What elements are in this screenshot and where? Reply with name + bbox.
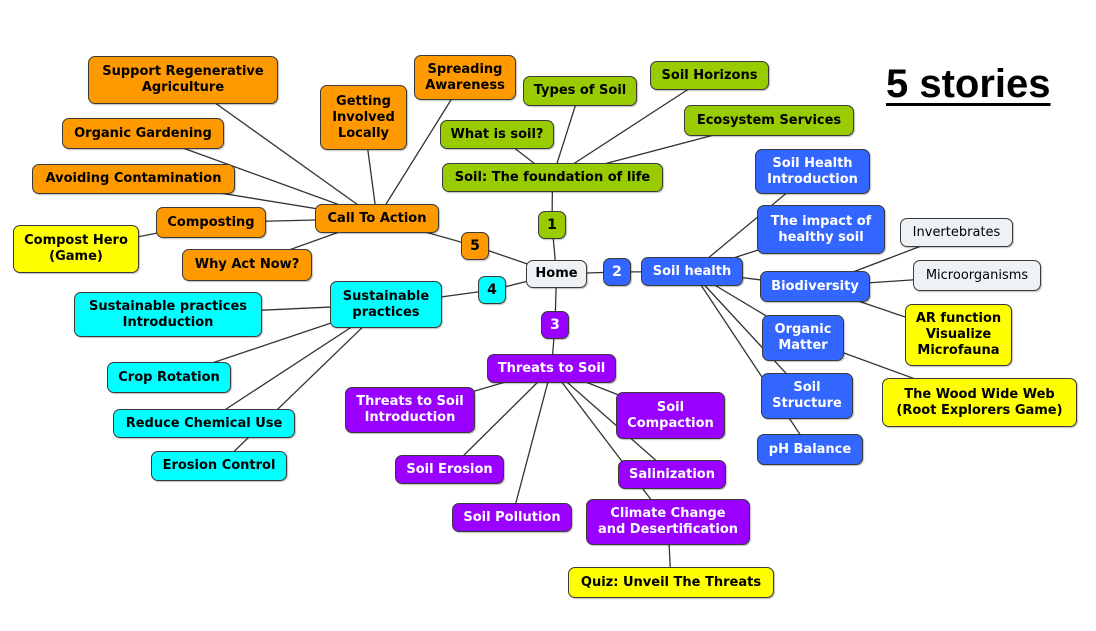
node-organic[interactable]: Organic Matter bbox=[762, 315, 844, 361]
node-n1[interactable]: 1 bbox=[538, 211, 566, 239]
node-gardening[interactable]: Organic Gardening bbox=[62, 118, 224, 149]
node-quiz[interactable]: Quiz: Unveil The Threats bbox=[568, 567, 774, 598]
node-n5[interactable]: 5 bbox=[461, 232, 489, 260]
node-compaction[interactable]: Soil Compaction bbox=[616, 392, 725, 439]
node-impact[interactable]: The impact of healthy soil bbox=[757, 205, 885, 254]
node-home[interactable]: Home bbox=[526, 260, 587, 288]
node-n4[interactable]: 4 bbox=[478, 276, 506, 304]
node-thintro[interactable]: Threats to Soil Introduction bbox=[345, 387, 475, 433]
node-woodweb[interactable]: The Wood Wide Web (Root Explorers Game) bbox=[882, 378, 1077, 427]
node-whatis[interactable]: What is soil? bbox=[440, 120, 554, 149]
node-composting[interactable]: Composting bbox=[156, 207, 266, 238]
node-crop[interactable]: Crop Rotation bbox=[107, 362, 231, 393]
node-micro[interactable]: Microorganisms bbox=[913, 260, 1041, 291]
node-n3[interactable]: 3 bbox=[541, 311, 569, 339]
node-invert[interactable]: Invertebrates bbox=[900, 218, 1013, 247]
node-foundation[interactable]: Soil: The foundation of life bbox=[442, 163, 663, 192]
node-types[interactable]: Types of Soil bbox=[523, 76, 637, 106]
connector-soilhealth-ph bbox=[691, 271, 811, 450]
node-threats[interactable]: Threats to Soil bbox=[487, 354, 616, 383]
connector-cta-awareness bbox=[376, 77, 466, 219]
node-soilhealth[interactable]: Soil health bbox=[641, 257, 743, 286]
node-ar[interactable]: AR function Visualize Microfauna bbox=[905, 304, 1012, 366]
node-structure[interactable]: Soil Structure bbox=[761, 373, 853, 419]
connector-foundation-horizons bbox=[552, 74, 710, 179]
node-sustainable[interactable]: Sustainable practices bbox=[330, 281, 442, 328]
node-whyact[interactable]: Why Act Now? bbox=[182, 249, 312, 281]
node-horizons[interactable]: Soil Horizons bbox=[650, 61, 769, 90]
connector-threats-erosion bbox=[449, 368, 552, 470]
connector-threats-salinization bbox=[551, 368, 673, 475]
connector-threats-pollution bbox=[511, 368, 553, 518]
node-ph[interactable]: pH Balance bbox=[757, 434, 863, 465]
node-biodiversity[interactable]: Biodiversity bbox=[760, 271, 870, 302]
node-erosionctl[interactable]: Erosion Control bbox=[151, 451, 287, 481]
node-cta[interactable]: Call To Action bbox=[315, 204, 439, 233]
node-erosion[interactable]: Soil Erosion bbox=[395, 455, 504, 484]
page-title: 5 stories bbox=[886, 62, 1051, 106]
node-contam[interactable]: Avoiding Contamination bbox=[32, 164, 235, 194]
connector-sustainable-erosionctl bbox=[218, 304, 387, 467]
node-awareness[interactable]: Spreading Awareness bbox=[414, 55, 516, 100]
node-pollution[interactable]: Soil Pollution bbox=[452, 503, 572, 532]
connector-threats-climate bbox=[550, 368, 669, 523]
node-involved[interactable]: Getting Involved Locally bbox=[320, 85, 407, 150]
node-ecosystem[interactable]: Ecosystem Services bbox=[684, 105, 854, 136]
node-regen[interactable]: Support Regenerative Agriculture bbox=[88, 56, 278, 104]
node-chemical[interactable]: Reduce Chemical Use bbox=[113, 409, 295, 438]
node-shintro[interactable]: Soil Health Introduction bbox=[755, 149, 870, 194]
node-salinization[interactable]: Salinization bbox=[618, 460, 726, 489]
node-n2[interactable]: 2 bbox=[603, 258, 631, 286]
node-climate[interactable]: Climate Change and Desertification bbox=[586, 499, 750, 545]
node-spintro[interactable]: Sustainable practices Introduction bbox=[74, 292, 262, 337]
node-composthero[interactable]: Compost Hero (Game) bbox=[13, 225, 139, 273]
